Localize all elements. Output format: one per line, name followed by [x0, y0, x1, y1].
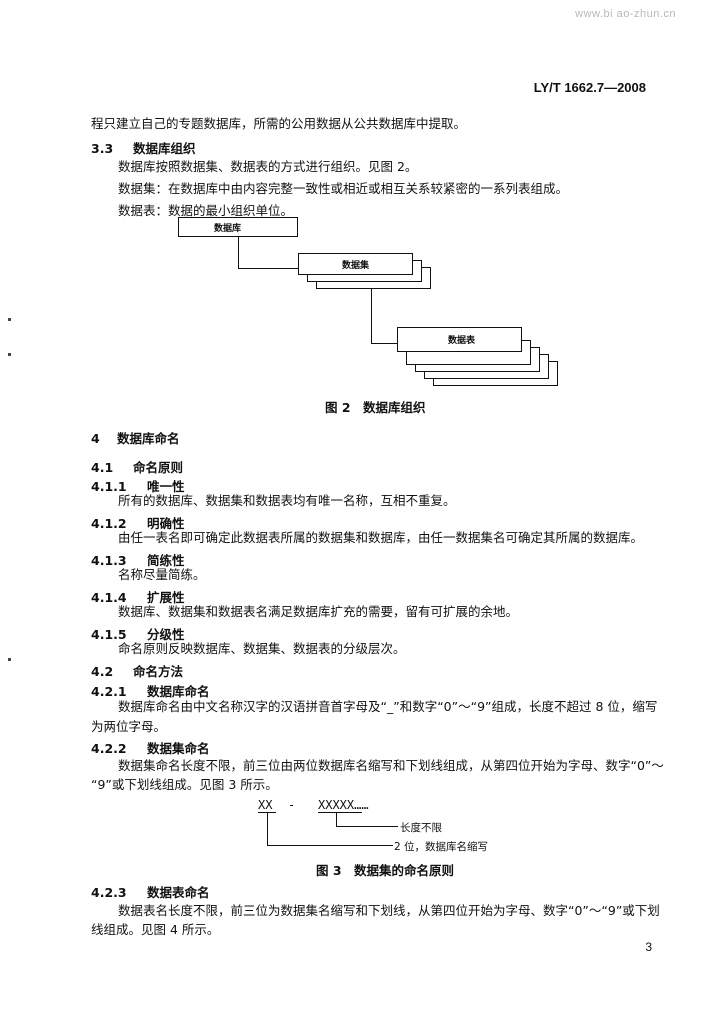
paragraph: 数据库、数据集和数据表名满足数据库扩充的需要，留有可扩展的余地。 [118, 604, 519, 619]
label-length: 长度不限 [400, 822, 442, 834]
heading-3-3: 3.3 数据库组织 [91, 138, 196, 157]
heading-number: 4.1.5 [91, 627, 127, 642]
heading-title: 数据表命名 [147, 885, 210, 900]
heading-4-2-1: 4.2.1 数据库命名 [91, 681, 210, 700]
paragraph: 数据库按照数据集、数据表的方式进行组织。见图 2。 [118, 159, 418, 174]
heading-number: 4.1.1 [91, 479, 127, 494]
paragraph: 数据库命名由中文名称汉字的汉语拼音首字母及“_”和数字“0”～“9”组成，长度不… [118, 699, 658, 714]
bracket-line [336, 826, 398, 827]
table-box [424, 354, 549, 379]
heading-number: 4.2.3 [91, 885, 127, 900]
heading-title: 数据库命名 [117, 431, 180, 446]
intro-line: 程只建立自己的专题数据库，所需的公用数据从公共数据库中提取。 [91, 116, 467, 131]
paragraph: 为两位字母。 [91, 719, 167, 734]
paragraph: 名称尽量简练。 [118, 567, 206, 582]
database-label: 数据库 [214, 224, 242, 234]
heading-4-2-2: 4.2.2 数据集命名 [91, 738, 210, 757]
heading-4-1-3: 4.1.3 简练性 [91, 550, 185, 569]
table-box [415, 347, 540, 372]
code-abbrev: XX [258, 798, 273, 812]
scan-mark [8, 658, 11, 661]
heading-4-2: 4.2 命名方法 [91, 661, 183, 680]
heading-title: 命名方法 [133, 664, 184, 679]
table-label: 数据表 [448, 336, 476, 346]
connector-line [238, 268, 298, 269]
heading-title: 唯一性 [147, 479, 185, 494]
heading-4-1-2: 4.1.2 明确性 [91, 513, 185, 532]
dataset-label: 数据集 [342, 261, 370, 271]
heading-number: 4.1.4 [91, 590, 127, 605]
database-box [178, 217, 298, 237]
heading-number: 4.1 [91, 460, 114, 475]
paragraph: 数据集：在数据库中由内容完整一致性或相近或相互关系较紧密的一系列表组成。 [118, 181, 569, 196]
table-box [433, 361, 558, 386]
heading-number: 4.2 [91, 664, 114, 679]
connector-line [371, 343, 397, 344]
heading-4-1-5: 4.1.5 分级性 [91, 624, 185, 643]
code-separator: - [288, 798, 296, 812]
paragraph: 所有的数据库、数据集和数据表均有唯一名称，互相不重复。 [118, 493, 456, 508]
page-number: 3 [645, 940, 652, 954]
heading-number: 3.3 [91, 141, 114, 156]
standard-number: LY/T 1662.7—2008 [533, 80, 646, 95]
heading-4-1: 4.1 命名原则 [91, 457, 183, 476]
paragraph: “9”或下划线组成。见图 3 所示。 [91, 777, 278, 792]
table-box-front [397, 327, 522, 352]
scan-mark [8, 353, 11, 356]
heading-number: 4.1.3 [91, 553, 127, 568]
code-rest: XXXXX…… [318, 798, 369, 812]
watermark: www.bi ao-zhun.cn [575, 8, 676, 20]
figure-3-caption: 图 3 数据集的命名原则 [316, 863, 455, 878]
table-box [406, 340, 531, 365]
heading-number: 4.2.1 [91, 684, 127, 699]
heading-title: 数据集命名 [147, 741, 210, 756]
heading-4: 4 数据库命名 [91, 428, 180, 447]
heading-4-1-4: 4.1.4 扩展性 [91, 587, 185, 606]
connector-line [238, 237, 239, 269]
bracket-line [267, 812, 268, 846]
heading-title: 扩展性 [147, 590, 185, 605]
paragraph: 命名原则反映数据库、数据集、数据表的分级层次。 [118, 641, 406, 656]
heading-number: 4.1.2 [91, 516, 127, 531]
heading-number: 4 [91, 431, 100, 446]
heading-title: 分级性 [147, 627, 185, 642]
label-abbrev: 2 位，数据库名缩写 [394, 841, 489, 853]
heading-4-2-3: 4.2.3 数据表命名 [91, 882, 210, 901]
bracket-line [267, 845, 393, 846]
underline [258, 812, 276, 813]
heading-title: 数据库组织 [133, 141, 196, 156]
underline [318, 812, 362, 813]
heading-title: 数据库命名 [147, 684, 210, 699]
scan-mark [8, 318, 11, 321]
figure-2-caption: 图 2 数据库组织 [325, 400, 426, 415]
paragraph: 数据集命名长度不限，前三位由两位数据库名缩写和下划线组成，从第四位开始为字母、数… [118, 758, 664, 773]
dataset-box-middle [307, 260, 422, 282]
paragraph: 数据表：数据的最小组织单位。 [118, 203, 294, 218]
heading-title: 明确性 [147, 516, 185, 531]
paragraph: 数据表名长度不限，前三位为数据集名缩写和下划线，从第四位开始为字母、数字“0”～… [118, 903, 660, 918]
paragraph: 线组成。见图 4 所示。 [91, 922, 220, 937]
connector-line [371, 266, 372, 344]
heading-title: 简练性 [147, 553, 185, 568]
bracket-line [336, 812, 337, 827]
dataset-box-front [298, 253, 413, 275]
heading-number: 4.2.2 [91, 741, 127, 756]
paragraph: 由任一表名即可确定此数据表所属的数据集和数据库，由任一数据集名可确定其所属的数据… [118, 530, 644, 545]
heading-title: 命名原则 [133, 460, 184, 475]
dataset-box-back [316, 267, 431, 289]
heading-4-1-1: 4.1.1 唯一性 [91, 476, 185, 495]
